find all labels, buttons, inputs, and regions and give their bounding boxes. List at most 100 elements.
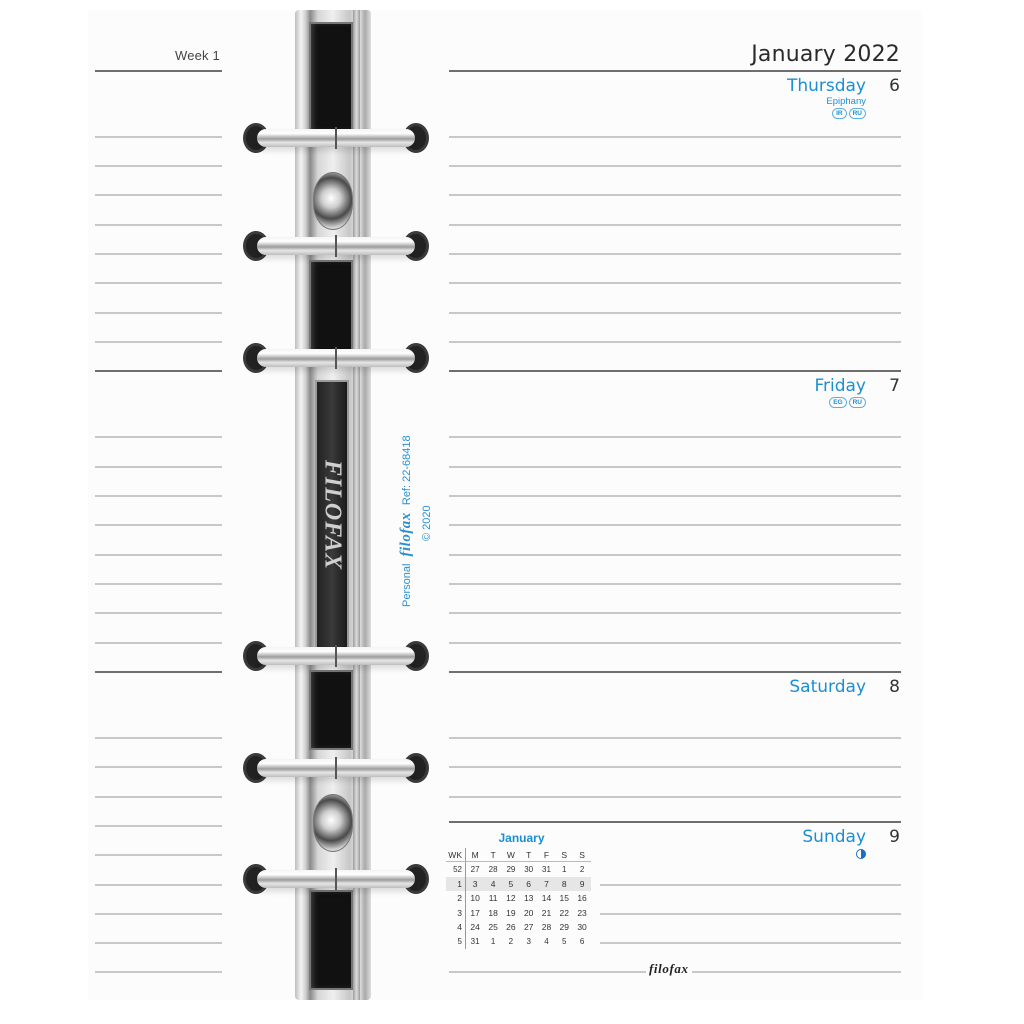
day-header-friday: Friday 7 EG RU — [814, 376, 900, 408]
note-line[interactable] — [449, 583, 901, 585]
binder-ring[interactable] — [243, 862, 429, 896]
binder-ring[interactable] — [243, 341, 429, 375]
note-line[interactable] — [449, 436, 901, 438]
note-line[interactable] — [449, 796, 901, 798]
date-cell: 10 — [470, 893, 480, 904]
mini-calendar-title: January — [498, 831, 545, 845]
weekday-header: T — [484, 848, 502, 862]
left-note-line — [95, 884, 222, 886]
date-cell: 22 — [559, 907, 569, 918]
binder-ring[interactable] — [243, 229, 429, 263]
country-badges: EG RU — [814, 397, 866, 408]
imprint-size: Personal — [401, 563, 413, 607]
binder-release-button[interactable] — [313, 794, 353, 852]
weekday-header: M — [465, 848, 485, 862]
date-cell: 25 — [488, 922, 498, 933]
date-cell: 4 — [544, 937, 549, 947]
left-note-line — [95, 136, 222, 138]
note-line[interactable] — [449, 737, 901, 739]
date-cell: 12 — [506, 893, 516, 904]
left-note-line — [95, 466, 222, 468]
binder-ring[interactable] — [243, 639, 429, 673]
date-cell: 19 — [506, 907, 516, 918]
date-cell: 23 — [577, 907, 587, 918]
day-name: Thursday — [786, 76, 866, 96]
weekday-header: S — [573, 848, 591, 862]
left-note-line — [95, 524, 222, 526]
week-number: 5 — [446, 934, 466, 949]
day-header-saturday: Saturday 8 — [789, 677, 900, 697]
date-cell: 31 — [542, 864, 551, 874]
date-cell: 3 — [526, 937, 531, 947]
date-cell: 21 — [541, 907, 552, 918]
note-line[interactable] — [600, 942, 901, 944]
weekday-header: W — [502, 848, 520, 862]
date-cell: 11 — [488, 893, 498, 904]
month-title: January 2022 — [751, 42, 900, 67]
note-line[interactable] — [600, 913, 901, 915]
mini-month-calendar: January WK M T W T F S S 52 27 28 29 30 … — [446, 831, 591, 949]
left-note-line — [95, 825, 222, 827]
note-line[interactable] — [600, 884, 901, 886]
date-cell: 6 — [579, 937, 585, 947]
note-line[interactable] — [449, 524, 901, 526]
ring-seam — [335, 645, 337, 667]
date-cell: 28 — [541, 922, 552, 933]
date-cell: 27 — [470, 864, 480, 874]
date-cell: 2 — [508, 937, 514, 947]
binder-ring[interactable] — [243, 121, 429, 155]
left-note-line — [95, 253, 222, 255]
first-quarter-moon-icon — [856, 849, 866, 859]
note-line[interactable] — [449, 194, 901, 196]
date-cell: 13 — [523, 893, 534, 904]
country-badges: IR RU — [787, 108, 866, 119]
note-line[interactable] — [449, 341, 901, 343]
day-number: 9 — [889, 827, 900, 847]
left-day-divider — [95, 370, 222, 373]
left-note-line — [95, 312, 222, 314]
left-note-line — [95, 194, 222, 196]
holiday-label: Epiphany — [826, 96, 866, 107]
binder-slot — [309, 670, 353, 750]
left-note-line — [95, 165, 222, 167]
note-line[interactable] — [449, 466, 901, 468]
left-note-line — [95, 341, 222, 343]
date-cell: 1 — [490, 937, 496, 947]
date-cell: 5 — [562, 937, 567, 947]
mini-calendar-week-row: 2 10 11 12 13 14 15 16 — [446, 891, 591, 906]
date-cell: 8 — [555, 876, 574, 891]
note-line[interactable] — [449, 165, 901, 167]
weekday-header: T — [519, 848, 538, 862]
binder-slot — [309, 22, 353, 132]
note-line[interactable] — [449, 253, 901, 255]
ring-seam — [335, 868, 337, 890]
note-line[interactable] — [449, 612, 901, 614]
left-note-line — [95, 796, 222, 798]
binder-ring[interactable] — [243, 751, 429, 785]
note-line[interactable] — [449, 642, 901, 644]
day-number: 6 — [889, 76, 900, 96]
date-cell: 24 — [470, 922, 480, 933]
day-name: Friday — [814, 376, 866, 396]
date-cell: 30 — [577, 922, 587, 933]
note-line[interactable] — [449, 136, 901, 138]
date-cell: 3 — [465, 876, 485, 891]
note-line[interactable] — [449, 766, 901, 768]
note-line[interactable] — [449, 312, 901, 314]
note-line[interactable] — [449, 495, 901, 497]
country-badge: EG — [829, 397, 847, 408]
ring-seam — [335, 235, 337, 257]
left-note-line — [95, 224, 222, 226]
day-name: Sunday — [802, 827, 866, 847]
weekday-header: S — [555, 848, 574, 862]
country-badge: RU — [848, 397, 866, 408]
note-line[interactable] — [449, 224, 901, 226]
day-divider — [449, 821, 901, 824]
note-line[interactable] — [449, 282, 901, 284]
binder-brand-text: FILOFAX — [319, 459, 346, 571]
imprint-brand-logo: filofax — [398, 512, 414, 557]
binder-rail-stripe — [353, 10, 360, 1000]
binder-brand-plate: FILOFAX — [315, 380, 349, 650]
binder-release-button[interactable] — [313, 172, 353, 230]
note-line[interactable] — [449, 554, 901, 556]
